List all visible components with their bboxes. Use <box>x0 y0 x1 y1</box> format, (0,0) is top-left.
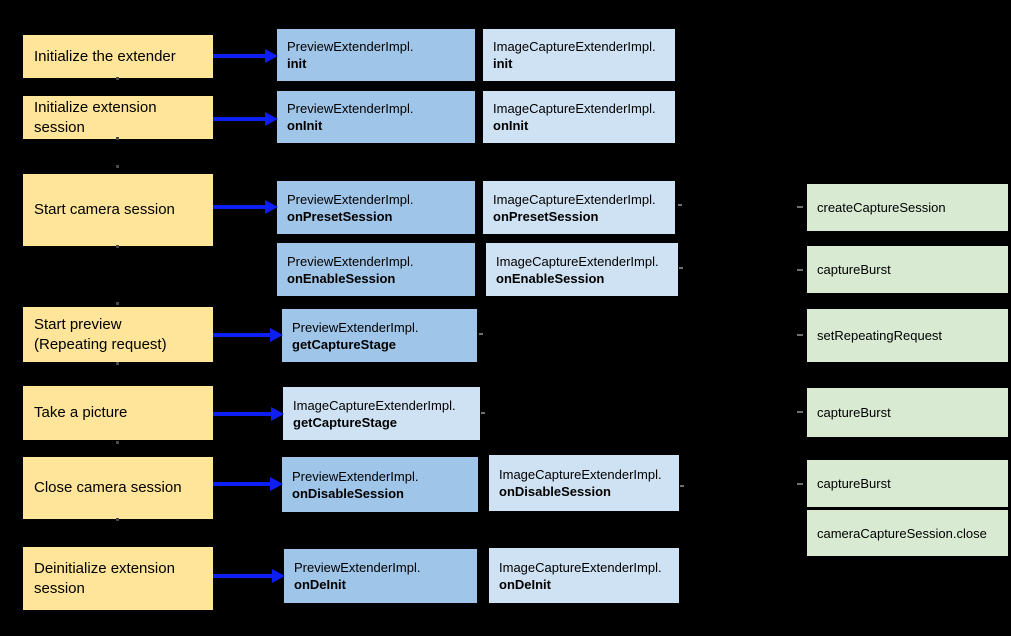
class-name: PreviewExtenderImpl. <box>292 468 419 484</box>
method-name: onPresetSession <box>287 208 393 224</box>
connector-remnant <box>479 333 483 335</box>
connector-remnant <box>116 137 119 140</box>
arrowhead-icon <box>265 49 278 63</box>
arrowhead-icon <box>265 200 278 214</box>
connector-remnant <box>116 77 119 80</box>
camera2-call-box: captureBurst <box>807 388 1008 437</box>
connector-remnant <box>797 334 803 336</box>
method-name: onPresetSession <box>493 208 599 224</box>
class-name: PreviewExtenderImpl. <box>294 560 421 575</box>
class-name: PreviewExtenderImpl. <box>287 39 414 54</box>
flow-arrow <box>213 574 273 578</box>
preview-extender-box: PreviewExtenderImpl. getCaptureStage <box>282 309 477 362</box>
camera2-call-box: captureBurst <box>807 460 1008 507</box>
step-box: Start camera session <box>23 174 213 246</box>
class-name: ImageCaptureExtenderImpl. <box>493 191 656 207</box>
method-name: onInit <box>287 118 323 133</box>
flow-arrow <box>213 54 266 58</box>
step-box: Deinitialize extension session <box>23 547 213 610</box>
arrowhead-icon <box>265 112 278 126</box>
camera2-call-box: cameraCaptureSession.close <box>807 510 1008 556</box>
step-box: Start preview (Repeating request) <box>23 307 213 362</box>
method-name: onDisableSession <box>292 485 404 501</box>
camera2-call-box: createCaptureSession <box>807 184 1008 231</box>
connector-remnant <box>678 204 682 206</box>
class-name: ImageCaptureExtenderImpl. <box>293 397 456 413</box>
class-name: ImageCaptureExtenderImpl. <box>496 253 659 269</box>
class-name: ImageCaptureExtenderImpl. <box>499 467 662 482</box>
image-capture-extender-box: ImageCaptureExtenderImpl. init <box>483 29 675 81</box>
preview-extender-box: PreviewExtenderImpl. onInit <box>277 91 475 143</box>
image-capture-extender-box: ImageCaptureExtenderImpl. onDisableSessi… <box>489 455 679 511</box>
step-box: Initialize extension session <box>23 96 213 139</box>
connector-remnant <box>680 485 684 487</box>
flow-arrow <box>213 117 266 121</box>
method-name: onDisableSession <box>499 484 611 499</box>
arrowhead-icon <box>272 569 285 583</box>
connector-remnant <box>797 411 803 413</box>
connector-remnant <box>679 267 683 269</box>
image-capture-extender-box: ImageCaptureExtenderImpl. onDeInit <box>489 548 679 603</box>
image-capture-extender-box: ImageCaptureExtenderImpl. getCaptureStag… <box>283 387 480 440</box>
arrowhead-icon <box>270 477 283 491</box>
flow-arrow <box>213 205 266 209</box>
method-name: getCaptureStage <box>293 414 398 430</box>
connector-remnant <box>116 518 119 521</box>
preview-extender-box: PreviewExtenderImpl. onEnableSession <box>277 243 475 296</box>
connector-remnant <box>116 165 119 168</box>
connector-remnant <box>797 206 803 208</box>
preview-extender-box: PreviewExtenderImpl. onPresetSession <box>277 181 475 234</box>
camera2-call-box: captureBurst <box>807 246 1008 293</box>
connector-remnant <box>116 441 119 444</box>
method-name: onInit <box>493 118 529 133</box>
step-box: Close camera session <box>23 457 213 519</box>
camera2-call-box: setRepeatingRequest <box>807 309 1008 362</box>
step-box: Initialize the extender <box>23 35 213 78</box>
arrowhead-icon <box>271 407 284 421</box>
connector-remnant <box>481 412 485 414</box>
connector-remnant <box>797 269 803 271</box>
connector-remnant <box>116 362 119 365</box>
image-capture-extender-box: ImageCaptureExtenderImpl. onInit <box>483 91 675 143</box>
connector-remnant <box>116 245 119 248</box>
preview-extender-box: PreviewExtenderImpl. onDeInit <box>284 549 477 603</box>
connector-remnant <box>797 483 803 485</box>
step-box: Take a picture <box>23 386 213 440</box>
method-name: onEnableSession <box>287 270 396 286</box>
method-name: init <box>287 56 307 71</box>
class-name: PreviewExtenderImpl. <box>287 101 414 116</box>
method-name: getCaptureStage <box>292 336 397 352</box>
class-name: PreviewExtenderImpl. <box>292 319 419 335</box>
preview-extender-box: PreviewExtenderImpl. onDisableSession <box>282 457 478 512</box>
class-name: ImageCaptureExtenderImpl. <box>493 39 656 54</box>
preview-extender-box: PreviewExtenderImpl. init <box>277 29 475 81</box>
class-name: ImageCaptureExtenderImpl. <box>499 559 662 575</box>
arrowhead-icon <box>270 328 283 342</box>
method-name: onDeInit <box>294 577 346 592</box>
class-name: ImageCaptureExtenderImpl. <box>493 101 656 116</box>
image-capture-extender-box: ImageCaptureExtenderImpl. onPresetSessio… <box>483 181 675 234</box>
class-name: PreviewExtenderImpl. <box>287 253 414 269</box>
connector-remnant <box>116 302 119 305</box>
method-name: onEnableSession <box>496 270 605 286</box>
flow-arrow <box>213 333 271 337</box>
class-name: PreviewExtenderImpl. <box>287 191 414 207</box>
flow-arrow <box>213 412 272 416</box>
flow-arrow <box>213 482 271 486</box>
image-capture-extender-box: ImageCaptureExtenderImpl. onEnableSessio… <box>486 243 678 296</box>
method-name: init <box>493 56 513 71</box>
method-name: onDeInit <box>499 576 551 592</box>
